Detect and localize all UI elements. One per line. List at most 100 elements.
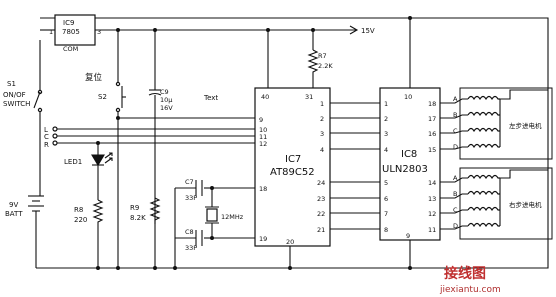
ic8-pin-right: 18 xyxy=(428,100,436,108)
ic7-pin-right: 1 xyxy=(320,100,324,108)
battery-value: 9V xyxy=(9,201,18,209)
resistor-r8: R8 220 xyxy=(74,199,104,226)
ic8-pin-left: 1 xyxy=(384,100,388,108)
r9-value: 8.2K xyxy=(130,214,146,222)
resistor-r7: R7 2.2K xyxy=(307,49,333,76)
c7-value: 33P xyxy=(185,194,197,202)
r9-ref: R9 xyxy=(130,204,139,212)
ic8-pin-right: 17 xyxy=(428,115,436,123)
ic8-pin-left: 5 xyxy=(384,179,388,187)
ic8-pin-9: 9 xyxy=(406,232,410,240)
ic8-pin-right: 16 xyxy=(428,130,436,138)
watermark: 接线图 jiexiantu.com xyxy=(439,265,501,295)
capacitor-c9: C9 10μ 16V xyxy=(148,88,173,112)
ic7-pin-left: 11 xyxy=(259,133,267,141)
ic8-pin-right: 13 xyxy=(428,195,436,203)
ic7-pin-right: 23 xyxy=(317,195,325,203)
led-ref: LED1 xyxy=(64,158,82,166)
right-motor-phase: C xyxy=(453,206,458,214)
r8-value: 220 xyxy=(74,216,87,224)
c9-voltage: 16V xyxy=(160,104,173,112)
ic8-pin-left: 7 xyxy=(384,210,388,218)
crystal-value: 12MHz xyxy=(221,213,244,221)
left-motor-phase: A xyxy=(453,95,458,103)
crystal-network: C7 33P C8 33P 12MHz xyxy=(185,178,244,252)
battery: 9V BATT xyxy=(5,195,44,222)
c7-ref: C7 xyxy=(185,178,194,186)
ic7-microcontroller: IC7 AT89C52 40 31 20 9 10 11 12 18 19 1 … xyxy=(254,87,331,247)
r7-ref: R7 xyxy=(318,52,327,60)
resistor-r9: R9 8.2K xyxy=(130,197,161,224)
ic8-pin-left: 3 xyxy=(384,130,388,138)
ic7-pin-right: 2 xyxy=(320,115,324,123)
bus-connector: L C R xyxy=(44,126,58,149)
bus-label-l: L xyxy=(44,126,48,134)
ic8-pin-right: 12 xyxy=(428,210,436,218)
ic8-pin-left: 2 xyxy=(384,115,388,123)
right-motor-phase: A xyxy=(453,174,458,182)
r8-ref: R8 xyxy=(74,206,83,214)
bus-label-c: C xyxy=(44,133,49,141)
r7-value: 2.2K xyxy=(318,62,333,70)
left-motor-label: 左步进电机 xyxy=(509,121,542,130)
wires xyxy=(35,17,549,269)
power-switch: S1 ON/OF SWITCH xyxy=(3,80,43,113)
ic7-name: IC7 xyxy=(285,154,301,165)
c9-ref: C9 xyxy=(160,88,169,96)
ic8-pin-right: 14 xyxy=(428,179,436,187)
ic9-name: IC9 xyxy=(63,19,74,27)
led1: LED1 xyxy=(64,152,113,175)
right-motor-label: 右步进电机 xyxy=(509,200,542,209)
left-motor-phase: C xyxy=(453,127,458,135)
battery-name: BATT xyxy=(5,210,23,218)
ic9-pin1: 1 xyxy=(49,28,53,36)
ic7-pin-20: 20 xyxy=(286,238,294,246)
ic8-pin-right: 15 xyxy=(428,146,436,154)
ic7-pin-left: 12 xyxy=(259,140,267,148)
left-stepper-motor: A B C D 左步进电机 xyxy=(453,87,553,160)
reset-ref: S2 xyxy=(98,93,107,101)
ic7-pin-40: 40 xyxy=(261,93,269,101)
right-stepper-motor: A B C D 右步进电机 xyxy=(453,167,553,240)
ic7-pin-right: 4 xyxy=(320,146,324,154)
ic7-pin-left: 19 xyxy=(259,235,267,243)
supply-rail-label: 15V xyxy=(361,27,375,35)
watermark-cn: 接线图 xyxy=(444,265,486,282)
ic9-part: 7805 xyxy=(62,28,80,36)
c8-ref: C8 xyxy=(185,228,194,236)
ic7-pin-right: 21 xyxy=(317,226,325,234)
ic9-com: COM xyxy=(63,45,78,53)
ic7-part: AT89C52 xyxy=(270,167,315,178)
ic8-name: IC8 xyxy=(401,149,417,160)
note-text: Text xyxy=(203,94,218,102)
ic9-regulator: IC9 7805 1 3 COM xyxy=(49,14,101,53)
watermark-url: jiexiantu.com xyxy=(439,285,501,295)
ic8-pin-left: 6 xyxy=(384,195,388,203)
switch-ref: S1 xyxy=(7,80,16,88)
ic8-pin-10: 10 xyxy=(404,93,412,101)
ic7-pin-right: 24 xyxy=(317,179,325,187)
ic8-pin-left: 8 xyxy=(384,226,388,234)
c8-value: 33P xyxy=(185,244,197,252)
ic7-pin-left: 18 xyxy=(259,185,267,193)
bus-label-r: R xyxy=(44,141,49,149)
ic7-pin-right: 22 xyxy=(317,210,325,218)
ic8-pin-left: 4 xyxy=(384,146,388,154)
right-motor-phase: D xyxy=(453,222,458,230)
ic9-pin3: 3 xyxy=(97,28,101,36)
switch-label-2: SWITCH xyxy=(3,100,30,108)
left-motor-phase: D xyxy=(453,143,458,151)
left-motor-phase: B xyxy=(453,111,457,119)
ic8-driver: IC8 ULN2803 10 9 1 2 3 4 5 6 7 8 18 17 1… xyxy=(379,87,441,241)
ic7-pin-31: 31 xyxy=(305,93,313,101)
switch-label-1: ON/OF xyxy=(3,91,26,99)
c9-value: 10μ xyxy=(160,96,172,104)
reset-switch: 复位 S2 xyxy=(85,72,126,113)
ic7-pin-right: 3 xyxy=(320,130,324,138)
right-motor-phase: B xyxy=(453,190,457,198)
ic7-pin-left: 10 xyxy=(259,126,267,134)
ic8-pin-right: 11 xyxy=(428,226,436,234)
reset-label-cn: 复位 xyxy=(85,72,103,83)
